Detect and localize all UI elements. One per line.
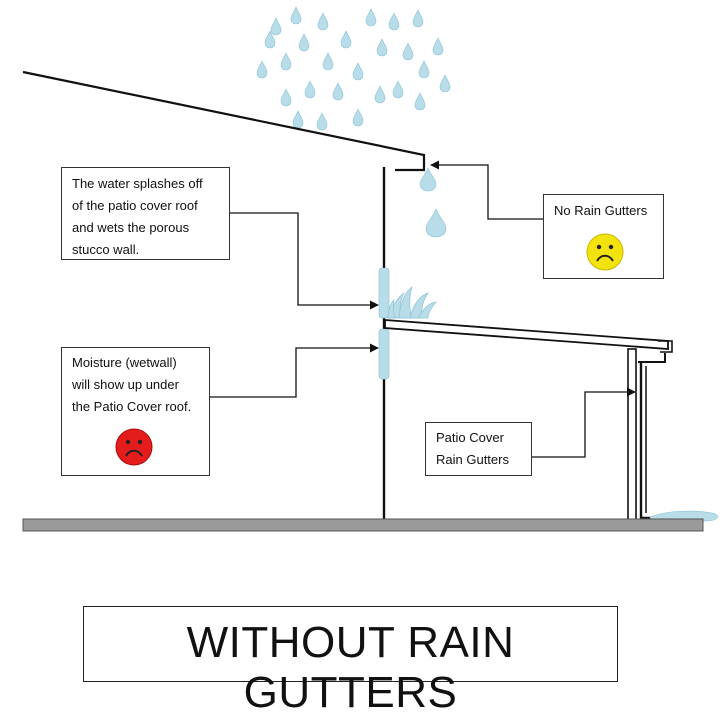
patio-gutters-callout: Patio Cover Rain Gutters [425,422,532,476]
no-gutters-label: No Rain Gutters [554,203,648,218]
moisture-line-3: the Patio Cover roof. [72,399,192,414]
ground-slab [22,518,704,532]
moisture-line-2: will show up under [72,377,179,392]
house-diagram [22,6,718,532]
splash-line-2: of the patio cover roof [72,198,198,213]
main-roof [22,70,426,172]
rain-drops [256,6,451,131]
leader-lines [210,160,636,458]
splash-line-3: and wets the porous [72,220,190,235]
moisture-line-1: Moisture (wetwall) [72,355,177,370]
patio-post [627,348,637,521]
patio-gutters-line-1: Patio Cover [436,430,504,445]
arrow-to-patio-gutter [532,387,636,458]
patio-gutters-line-2: Rain Gutters [436,452,509,467]
wet-wall [378,267,390,380]
no-gutters-callout: No Rain Gutters [543,194,664,279]
sad-face-icon [115,428,153,466]
roof-drip [419,167,447,238]
splash-line-1: The water splashes off [72,176,203,191]
page-title: WITHOUT RAIN GUTTERS [186,618,515,717]
splash-callout: The water splashes off of the patio cove… [61,167,230,260]
title-box: WITHOUT RAIN GUTTERS [83,606,618,717]
moisture-callout: Moisture (wetwall) will show up under th… [61,347,210,476]
patio-roof [384,319,669,350]
splash-line-4: stucco wall. [72,242,140,257]
arrow-to-wet-wall-upper [230,212,379,310]
sad-face-icon [586,233,624,271]
water-splash [387,286,437,319]
arrow-to-roof-edge [430,160,543,220]
gutter-downspout [638,340,673,520]
arrow-to-wet-wall-lower [210,343,379,398]
